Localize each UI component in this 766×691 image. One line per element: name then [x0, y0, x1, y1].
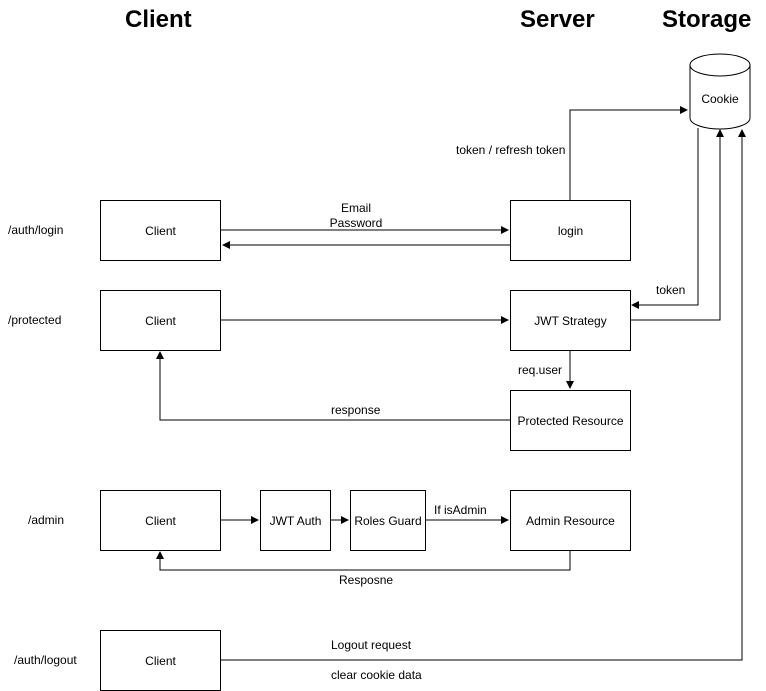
route-auth-logout: /auth/logout	[14, 653, 77, 667]
label-response: response	[331, 403, 381, 417]
header-client: Client	[125, 6, 192, 33]
node-client-login: Client	[100, 200, 221, 261]
route-protected: /protected	[8, 313, 62, 327]
edge-login-to-cookie	[569, 106, 688, 200]
edge-jwt-to-cookie	[631, 129, 724, 321]
label-token-refresh: token / refresh token	[456, 143, 566, 157]
node-jwt-strategy: JWT Strategy	[510, 290, 631, 351]
header-server: Server	[520, 6, 595, 33]
cookie-storage-cylinder	[689, 53, 751, 130]
edge-cookie-to-jwt	[631, 128, 699, 309]
edge-admin-to-client	[156, 551, 571, 571]
node-client-admin: Client	[100, 490, 221, 551]
route-auth-login: /auth/login	[8, 223, 64, 237]
label-resposne: Resposne	[339, 573, 394, 587]
edge-protected-to-client	[156, 351, 510, 421]
label-logout-request: Logout request	[331, 638, 412, 652]
node-client-protected: Client	[100, 290, 221, 351]
label-password: Password	[329, 216, 383, 230]
edge-logout-to-cookie	[221, 129, 746, 661]
cookie-label: Cookie	[701, 92, 739, 106]
header-storage: Storage	[662, 6, 752, 33]
node-login: login	[510, 200, 631, 261]
label-token: token	[656, 283, 686, 297]
label-email: Email	[340, 201, 371, 215]
node-protected-resource: Protected Resource	[510, 390, 631, 451]
label-req-user: req.user	[518, 363, 563, 377]
node-roles-guard: Roles Guard	[350, 490, 426, 551]
label-clear-cookie: clear cookie data	[331, 668, 422, 682]
node-client-logout: Client	[100, 630, 221, 691]
node-jwt-auth: JWT Auth	[260, 490, 331, 551]
label-if-isadmin: If isAdmin	[434, 503, 487, 517]
route-admin: /admin	[28, 513, 65, 527]
node-admin-resource: Admin Resource	[510, 490, 631, 551]
